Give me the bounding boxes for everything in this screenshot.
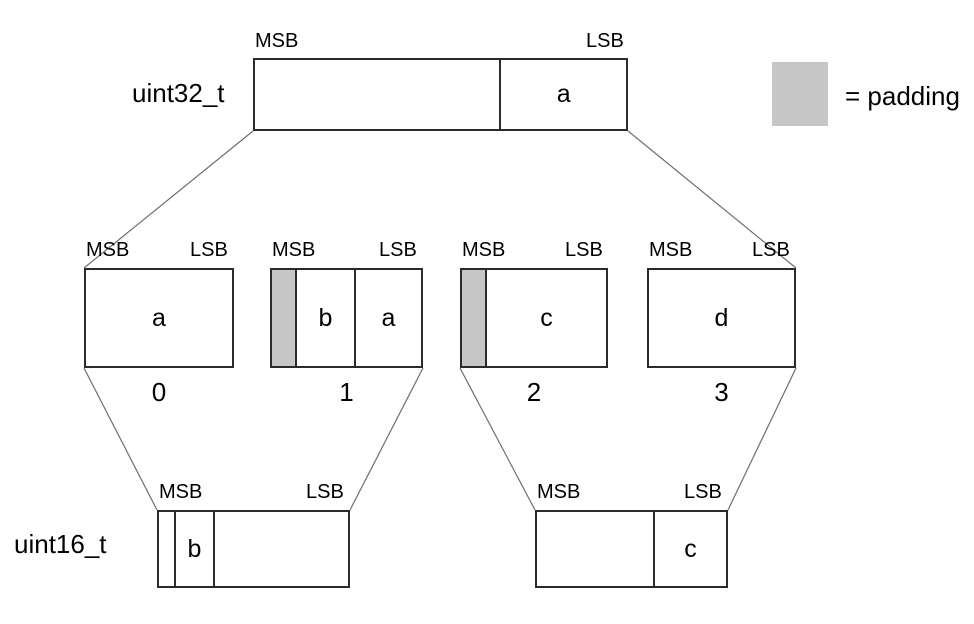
uint32-lsb-label: LSB — [586, 30, 624, 52]
uint16-left-cell-2 — [213, 512, 348, 586]
uint32-type-label: uint32_t — [132, 78, 225, 108]
byte3-cell-d: d — [649, 270, 794, 366]
uint32-cell-0 — [255, 60, 500, 129]
byte2-box: c — [460, 268, 608, 368]
legend-padding-label: = padding — [845, 81, 960, 111]
uint16-right-cell-c: c — [653, 512, 726, 586]
uint16-left-type-label: uint16_t — [14, 529, 107, 559]
uint16-right-lsb-label: LSB — [684, 481, 722, 503]
byte1-lsb-label: LSB — [379, 239, 417, 261]
byte0-msb-label: MSB — [86, 239, 130, 261]
byte2-msb-label: MSB — [462, 239, 506, 261]
uint16-left-box: b — [157, 510, 350, 588]
byte1-box: b a — [270, 268, 423, 368]
byte1-cell-b: b — [295, 270, 354, 366]
byte3-msb-label: MSB — [649, 239, 693, 261]
byte1-index-label: 1 — [339, 377, 354, 407]
byte3-index-label: 3 — [714, 377, 729, 407]
uint16-left-cell-0 — [159, 512, 174, 586]
byte3-box: d — [647, 268, 796, 368]
uint16-left-lsb-label: LSB — [306, 481, 344, 503]
uint16-left-msb-label: MSB — [159, 481, 203, 503]
byte1-cell-padding — [272, 270, 295, 366]
byte0-index-label: 0 — [151, 377, 167, 407]
byte2-cell-padding — [462, 270, 485, 366]
byte3-lsb-label: LSB — [752, 239, 790, 261]
byte2-index-label: 2 — [526, 377, 542, 407]
uint32-msb-label: MSB — [255, 30, 299, 52]
uint16-right-box: c — [535, 510, 728, 588]
byte2-cell-c: c — [485, 270, 606, 366]
byte1-cell-a: a — [354, 270, 421, 366]
uint16-left-cell-b: b — [174, 512, 213, 586]
uint32-cell-1: a — [499, 60, 626, 129]
byte0-box: a — [84, 268, 234, 368]
uint32-box: a — [253, 58, 628, 131]
byte0-cell-0: a — [86, 270, 232, 366]
byte1-msb-label: MSB — [272, 239, 316, 261]
uint16-right-cell-0 — [537, 512, 653, 586]
padding-swatch-icon — [772, 62, 828, 126]
byte2-lsb-label: LSB — [565, 239, 603, 261]
byte0-lsb-label: LSB — [190, 239, 228, 261]
uint16-right-msb-label: MSB — [537, 481, 581, 503]
